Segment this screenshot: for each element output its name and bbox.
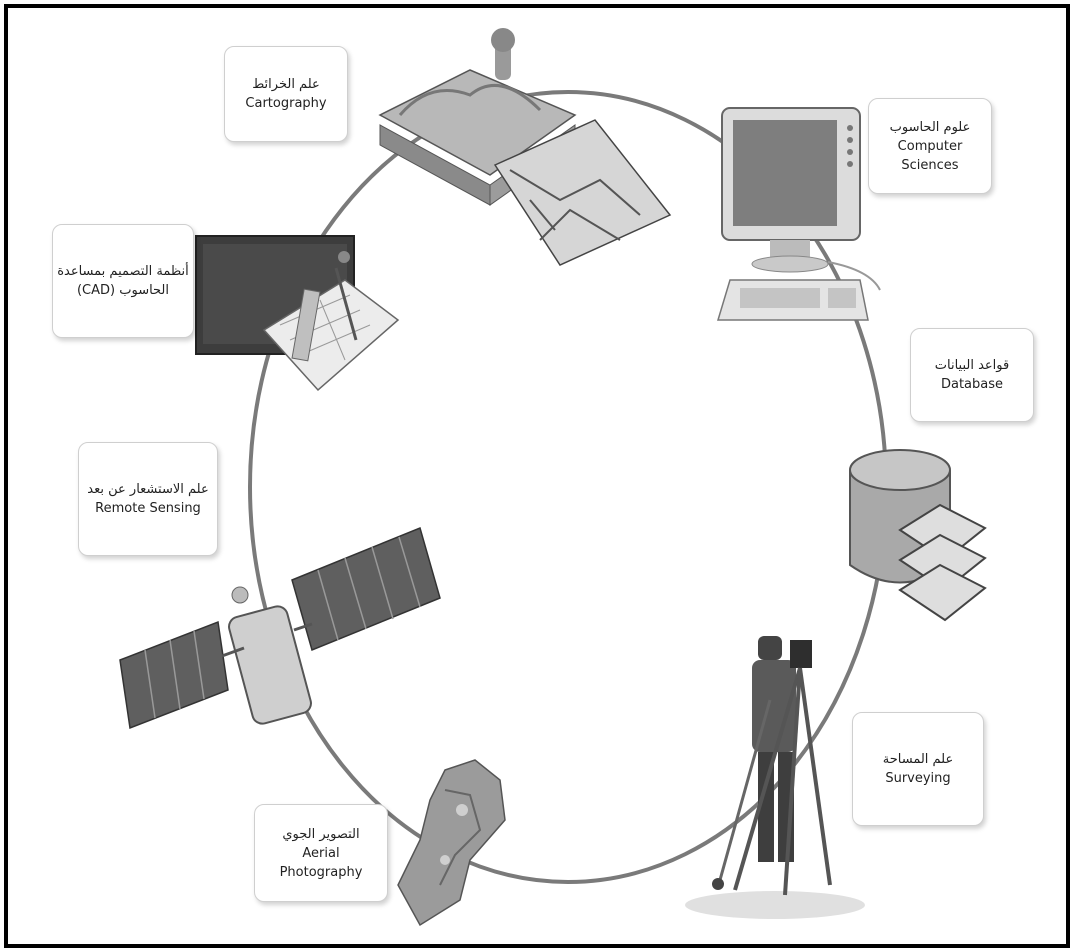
node-computer-ar: علوم الحاسوب	[889, 119, 971, 135]
node-aerial-en-2: Photography	[279, 864, 363, 880]
node-computer-en-1: Computer	[897, 138, 963, 154]
node-aerial-en-1: Aerial	[302, 845, 340, 861]
node-cad-box: أنظمة التصميم بمساعدة الحاسوب (CAD)	[52, 224, 194, 338]
node-database-en: Database	[940, 377, 1004, 392]
node-database-box: قواعد البيانات Database	[910, 328, 1034, 422]
node-computer-box: علوم الحاسوب Computer Sciences	[868, 98, 992, 194]
cad-screen-icon	[195, 235, 400, 392]
node-computer-en-2: Sciences	[901, 157, 959, 173]
node-surveying-ar: علم المساحة	[882, 752, 954, 767]
map-stack-icon	[378, 28, 672, 266]
satellite-icon	[119, 526, 441, 730]
node-remote-ar: علم الاستشعار عن بعد	[87, 482, 209, 497]
node-aerial-box: التصوير الجوي Aerial Photography	[254, 804, 388, 902]
node-database-ar: قواعد البيانات	[934, 358, 1010, 373]
node-aerial-ar: التصوير الجوي	[282, 826, 360, 842]
database-cylinder-icon	[849, 449, 987, 622]
node-cartography-en: Cartography	[245, 96, 327, 111]
surveyor-icon	[685, 636, 865, 919]
node-remote-box: علم الاستشعار عن بعد Remote Sensing	[78, 442, 218, 556]
node-cartography-box: علم الخرائط Cartography	[224, 46, 348, 142]
node-cad-en: الحاسوب (CAD)	[76, 283, 170, 298]
node-surveying-box: علم المساحة Surveying	[852, 712, 984, 826]
node-remote-en: Remote Sensing	[95, 501, 201, 516]
node-cartography-ar: علم الخرائط	[252, 77, 320, 92]
desktop-computer-icon	[716, 107, 881, 321]
node-surveying-en: Surveying	[885, 771, 951, 786]
aerial-photo-icon	[397, 759, 506, 927]
node-cad-ar: أنظمة التصميم بمساعدة	[57, 264, 189, 279]
